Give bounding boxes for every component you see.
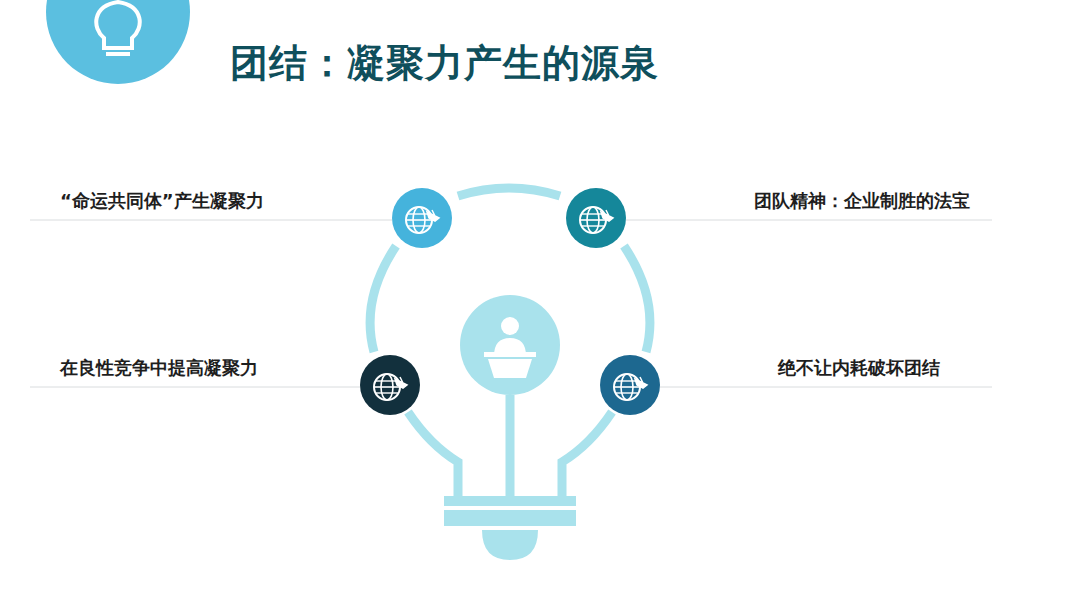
icon-circle <box>600 355 660 415</box>
bulb-badge-icon <box>96 2 139 54</box>
bulb-base <box>444 510 576 526</box>
topic-label: 在良性竞争中提高凝聚力 <box>60 356 258 380</box>
icon-circle <box>392 188 452 248</box>
center-circle <box>460 295 560 395</box>
icon-circle <box>360 355 420 415</box>
slide-title: 团结：凝聚力产生的源泉 <box>230 38 659 89</box>
topic-label: 绝不让内耗破坏团结 <box>778 356 940 380</box>
bulb-base <box>444 496 576 506</box>
topic-label: 团队精神：企业制胜的法宝 <box>754 189 970 213</box>
speaker-icon <box>484 317 536 378</box>
icon-circle <box>566 188 626 248</box>
corner-badge <box>46 0 190 84</box>
bulb-tip <box>482 530 538 560</box>
bulb-outline <box>370 188 650 500</box>
topic-label: “命运共同体”产生凝聚力 <box>60 189 264 213</box>
